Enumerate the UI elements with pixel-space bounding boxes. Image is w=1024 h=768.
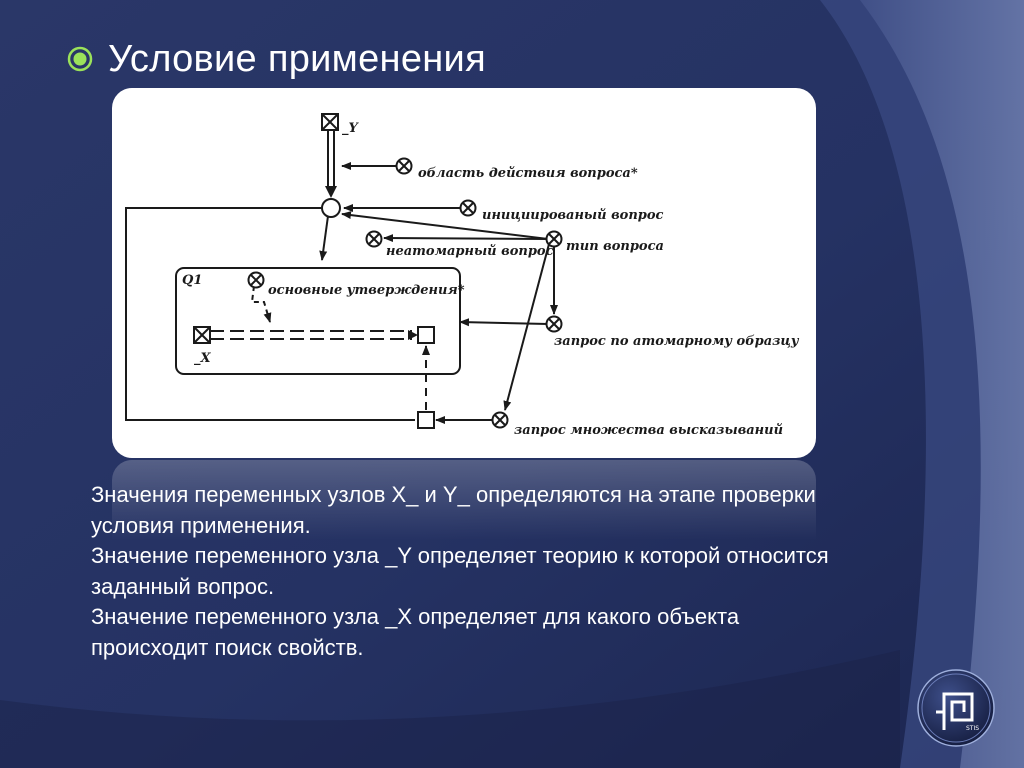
label-question-type: тип вопроса xyxy=(566,239,664,254)
logo-text: STIS xyxy=(966,725,979,732)
question-type-node-icon xyxy=(545,230,563,248)
bullet-icon xyxy=(67,46,93,72)
panel-reflection xyxy=(112,460,816,540)
body-text: Значения переменных узлов X_ и Y_ опреде… xyxy=(91,480,851,663)
initiated-node-icon xyxy=(459,199,477,217)
label-initiated: инициированый вопрос xyxy=(482,208,664,223)
lower-box-node-icon xyxy=(417,411,435,429)
diagram-panel xyxy=(112,88,816,458)
atomic-pattern-node-icon xyxy=(545,315,563,333)
slide-title: Условие применения xyxy=(108,37,486,80)
paragraph-1: Значения переменных узлов X_ и Y_ опреде… xyxy=(91,482,816,538)
statement-set-node-icon xyxy=(491,411,509,429)
label-non-atomic: неатомарный вопрос xyxy=(386,244,554,259)
x-variable-node-icon xyxy=(193,326,211,344)
y-variable-node-icon xyxy=(321,113,339,131)
paragraph-2: Значение переменного узла _Y определяет … xyxy=(91,543,829,599)
central-node-icon xyxy=(321,198,341,218)
main-statements-node-icon xyxy=(247,271,265,289)
label-x-variable: _X xyxy=(194,351,212,366)
label-scope: область действия вопроса* xyxy=(418,166,638,181)
label-q1: Q1 xyxy=(182,273,202,288)
label-statement-set: запрос множества высказываний xyxy=(514,423,783,438)
non-atomic-node-icon xyxy=(365,230,383,248)
stis-logo-icon: STIS xyxy=(917,669,995,747)
scope-node-icon xyxy=(395,157,413,175)
label-atomic-pattern: запрос по атомарному образцу xyxy=(554,334,800,349)
label-main-statements: основные утверждения* xyxy=(268,283,465,298)
label-y-variable: _Y xyxy=(342,121,360,136)
title-row: Условие применения xyxy=(66,34,486,84)
semantic-network-diagram: _Y область действия вопроса* инициирован… xyxy=(125,113,800,438)
target-box-node-icon xyxy=(417,326,435,344)
paragraph-3: Значение переменного узла _X определяет … xyxy=(91,604,740,660)
